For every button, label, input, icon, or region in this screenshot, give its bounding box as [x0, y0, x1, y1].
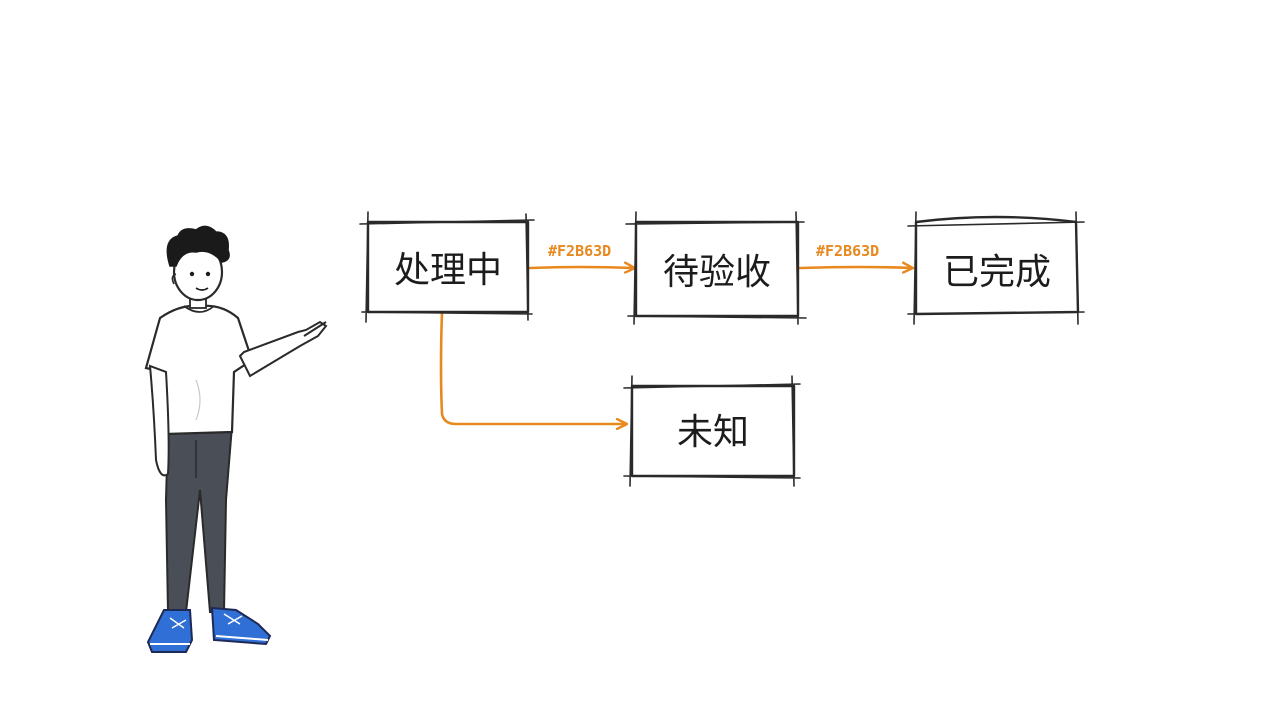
edge-pending-to-completed	[798, 267, 912, 268]
diagram-edges: #F2B63D #F2B63D	[439, 242, 912, 424]
node-pending-acceptance: 待验收	[625, 211, 807, 325]
node-label-completed: 已完成	[943, 252, 1051, 293]
node-label-processing: 处理中	[394, 250, 502, 291]
edge-processing-to-unknown	[439, 310, 626, 424]
node-completed: 已完成	[907, 211, 1085, 325]
edge-label-2: #F2B63D	[816, 242, 879, 260]
node-processing: 处理中	[359, 211, 535, 323]
node-unknown: 未知	[623, 375, 801, 487]
person-pointing-icon	[144, 225, 328, 653]
edge-processing-to-pending	[528, 267, 634, 268]
edge-label-1: #F2B63D	[548, 242, 611, 260]
node-label-pending: 待验收	[663, 252, 771, 293]
node-label-unknown: 未知	[677, 412, 749, 453]
